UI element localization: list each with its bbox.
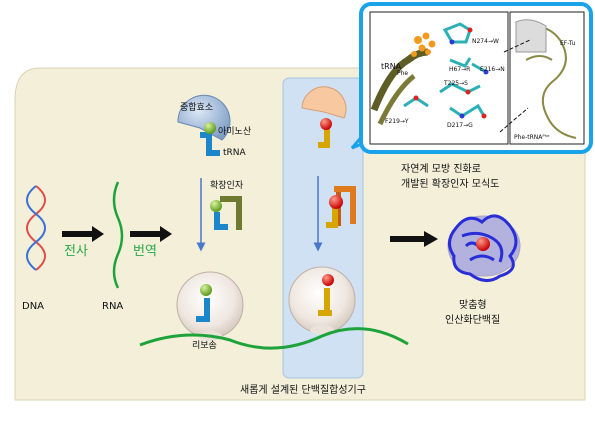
amino-acid-label: 아미노산 bbox=[218, 127, 252, 137]
inset-phe-trna-label: Phe-tRNAᴾʰᵉ bbox=[514, 134, 550, 141]
inset-n274-label: N274→W bbox=[472, 38, 499, 45]
transcription-label: 전사 bbox=[64, 244, 88, 259]
rna-label: RNA bbox=[102, 301, 124, 312]
elongation-factor-right bbox=[326, 186, 356, 228]
trna-right bbox=[318, 118, 332, 148]
dna-label: DNA bbox=[22, 301, 45, 312]
enzyme-label: 중합효소 bbox=[180, 103, 214, 113]
elongation-factor-left bbox=[210, 196, 242, 230]
inset-d217-label: D217→G bbox=[447, 122, 473, 129]
mimicry-caption-line1: 자연계 모방 진화로 bbox=[401, 164, 481, 175]
inset-structure bbox=[369, 11, 585, 145]
dna-helix bbox=[26, 185, 46, 271]
elongation-factor-label: 확장인자 bbox=[210, 181, 244, 191]
inset-trna-label: tRNA bbox=[381, 62, 402, 71]
process-arrows bbox=[62, 226, 438, 247]
inset-ef-tu-label: EF-Tu bbox=[560, 40, 576, 47]
mimicry-caption-line2: 개발된 확장인자 모식도 bbox=[401, 179, 500, 190]
product-red-marker bbox=[476, 237, 490, 251]
inset-t225-label: T225→S bbox=[444, 80, 468, 87]
enzyme-right bbox=[301, 86, 347, 119]
trna-left bbox=[200, 122, 220, 156]
rna-strand bbox=[112, 181, 124, 289]
inset-h67-label: H67→R bbox=[449, 66, 471, 73]
mrna-strand bbox=[139, 327, 409, 350]
product-label-line1: 맞춤형 bbox=[459, 300, 487, 311]
system-caption: 새롭게 설계된 단백질합성기구 bbox=[240, 385, 366, 396]
trna-label: tRNA bbox=[223, 148, 246, 158]
translation-label: 번역 bbox=[133, 244, 157, 259]
ribosome-label: 리보솜 bbox=[192, 341, 217, 351]
enzyme-left bbox=[177, 94, 231, 141]
inset-phe-label: Phe bbox=[397, 70, 409, 77]
product-label-line2: 인산화단백질 bbox=[445, 315, 501, 326]
inset-e216-label: E216→N bbox=[480, 66, 505, 73]
inset-f219-label: F219→Y bbox=[385, 118, 409, 125]
ribosome-left bbox=[176, 271, 244, 341]
